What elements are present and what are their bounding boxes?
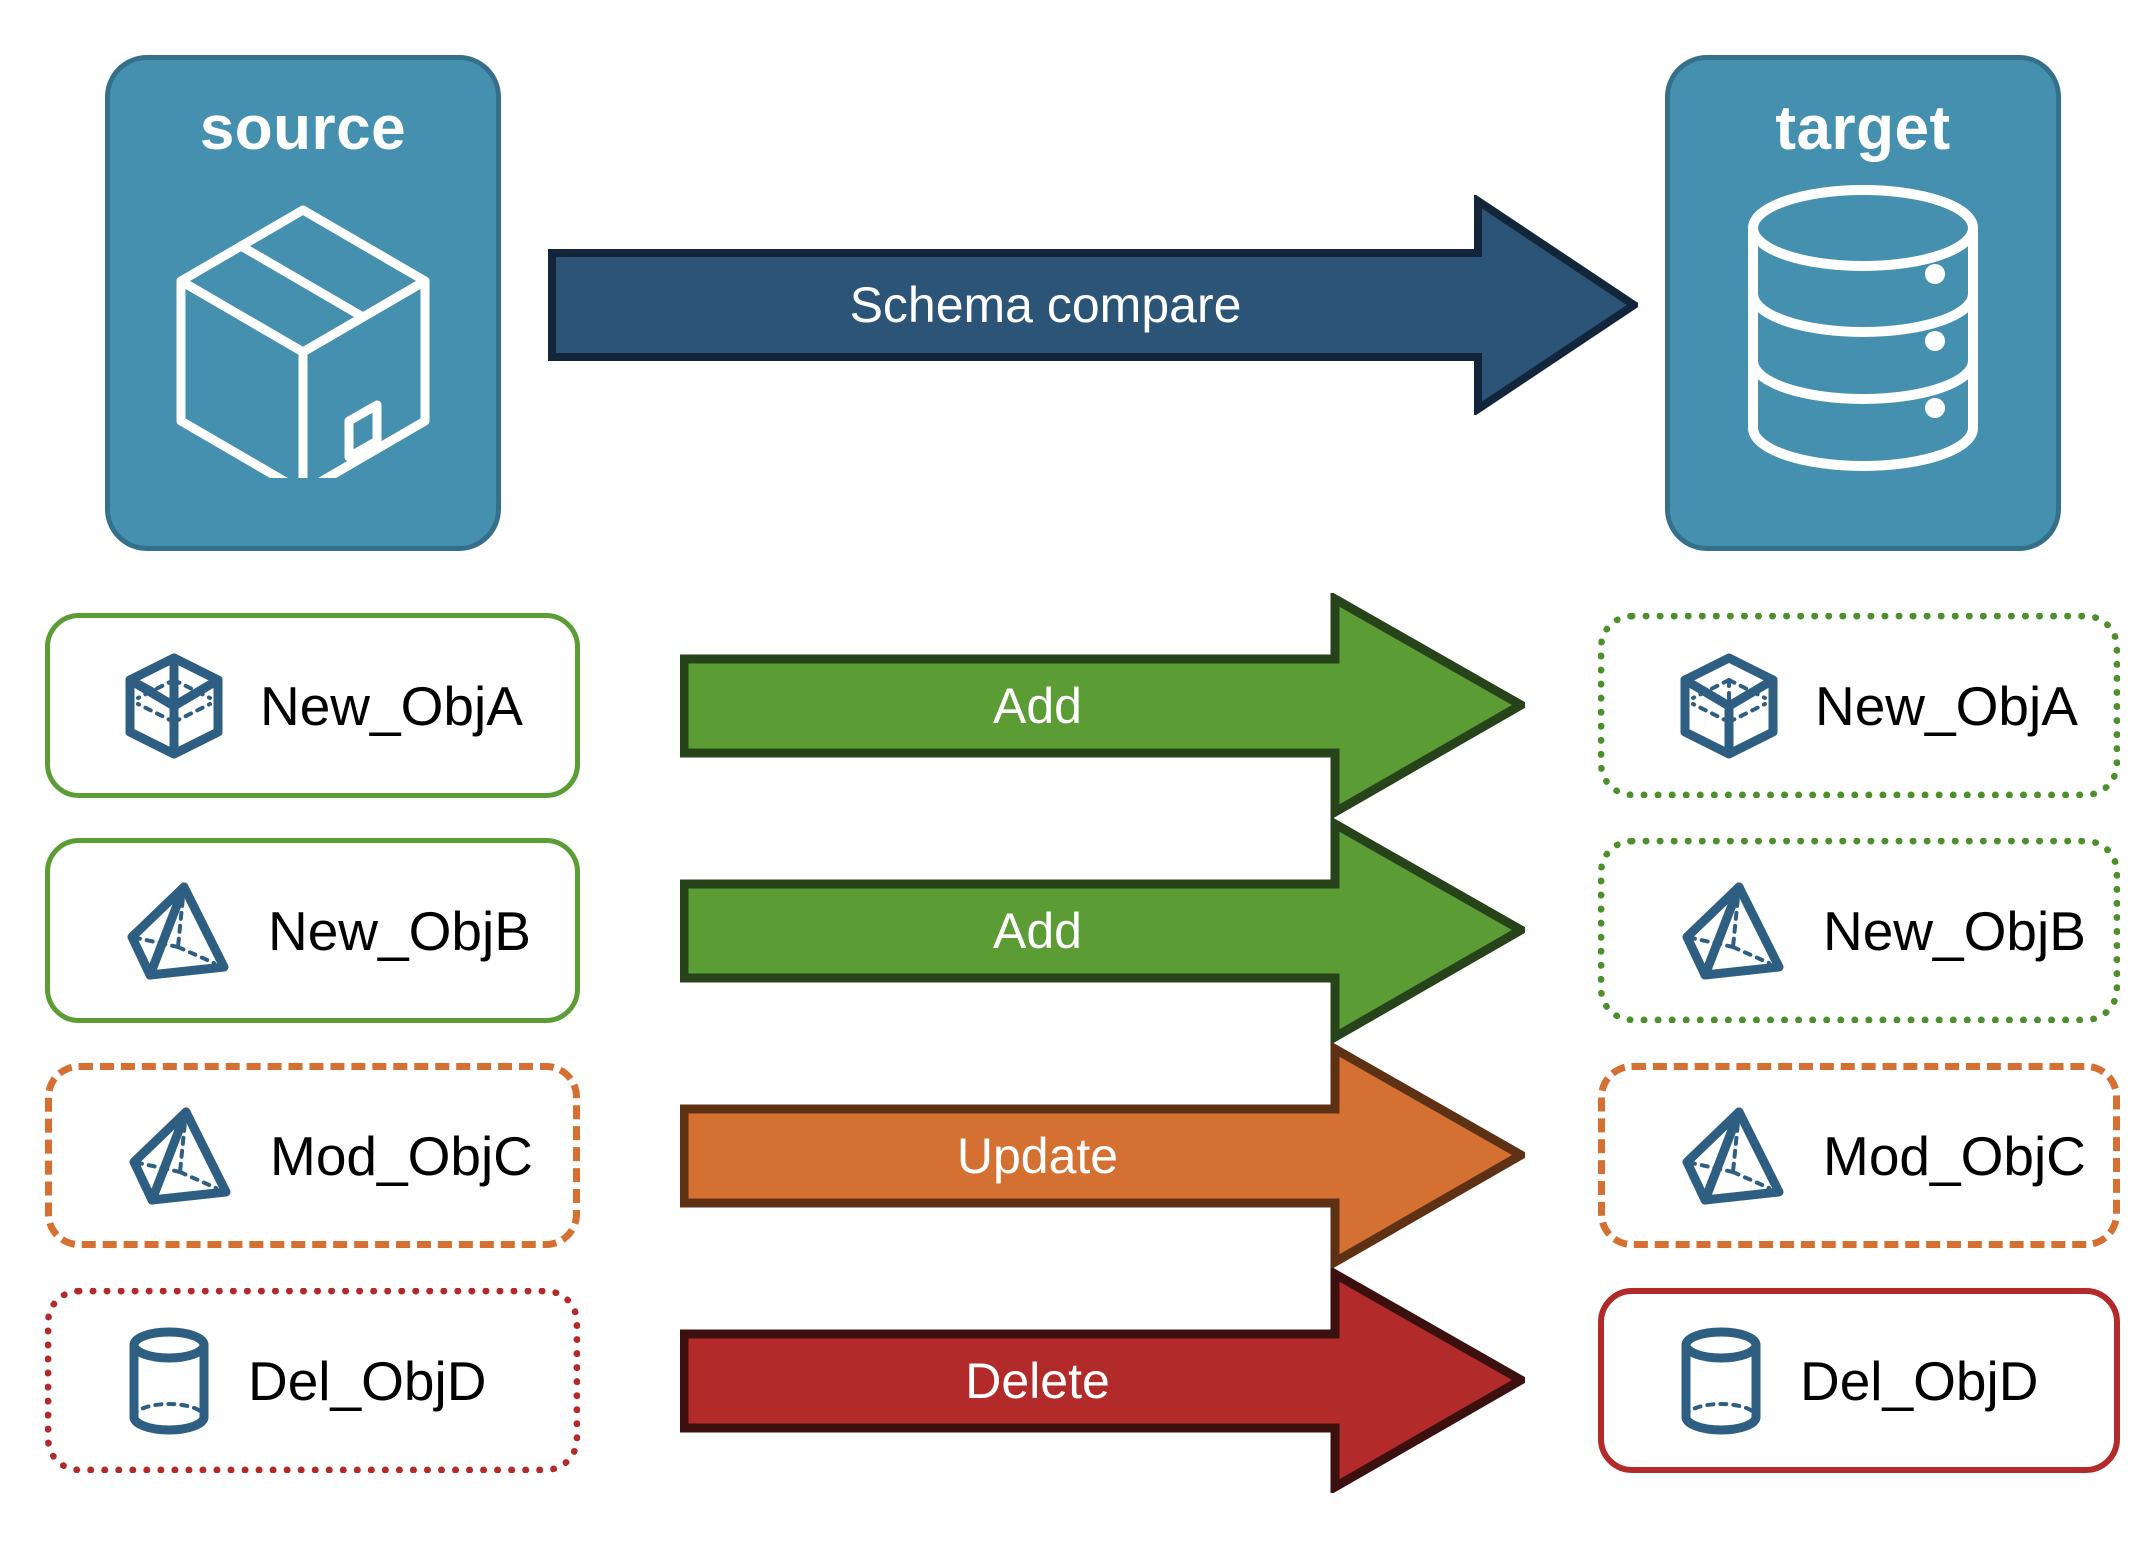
source-object-label: New_ObjA: [260, 674, 523, 737]
source-endpoint-box: source: [105, 55, 501, 551]
compare-row: New_ObjA Add: [0, 591, 2150, 820]
database-cylinder-icon: [1723, 178, 2003, 483]
wireframe-pyramid-icon: [1677, 875, 1789, 987]
wireframe-pyramid-icon: [124, 1100, 236, 1212]
action-arrow-delete: Delete: [679, 1266, 1531, 1495]
wireframe-cylinder-icon: [124, 1325, 214, 1437]
action-arrow-add: Add: [679, 816, 1531, 1045]
compare-row: Del_ObjD Delete Del_ObjD: [0, 1266, 2150, 1495]
target-endpoint-box: target: [1665, 55, 2061, 551]
box-3d-icon: [153, 178, 453, 497]
wireframe-pyramid-icon: [122, 875, 234, 987]
source-object-label: Mod_ObjC: [270, 1124, 533, 1187]
wireframe-pyramid-icon: [1677, 1100, 1789, 1212]
source-title: source: [199, 94, 407, 163]
compare-row: New_ObjB Add: [0, 816, 2150, 1045]
target-object-card[interactable]: Del_ObjD: [1598, 1288, 2120, 1473]
schema-compare-arrow: Schema compare: [548, 193, 1642, 417]
target-title: target: [1775, 94, 1951, 163]
target-object-label: Mod_ObjC: [1823, 1124, 2086, 1187]
source-object-card[interactable]: Mod_ObjC: [45, 1063, 580, 1248]
compare-row: Mod_ObjC Update: [0, 1041, 2150, 1270]
target-object-label: Del_ObjD: [1800, 1349, 2039, 1412]
target-object-card[interactable]: New_ObjA: [1598, 613, 2120, 798]
source-object-label: New_ObjB: [268, 899, 531, 962]
target-object-label: New_ObjB: [1823, 899, 2086, 962]
target-object-card[interactable]: New_ObjB: [1598, 838, 2120, 1023]
wireframe-cylinder-icon: [1676, 1325, 1766, 1437]
target-object-label: New_ObjA: [1815, 674, 2078, 737]
source-object-card[interactable]: Del_ObjD: [45, 1288, 580, 1473]
wireframe-cube-icon: [1677, 650, 1781, 762]
action-arrow-add: Add: [679, 591, 1531, 820]
source-object-card[interactable]: New_ObjB: [45, 838, 580, 1023]
source-object-label: Del_ObjD: [248, 1349, 487, 1412]
target-object-card[interactable]: Mod_ObjC: [1598, 1063, 2120, 1248]
action-arrow-update: Update: [679, 1041, 1531, 1270]
wireframe-cube-icon: [122, 650, 226, 762]
source-object-card[interactable]: New_ObjA: [45, 613, 580, 798]
